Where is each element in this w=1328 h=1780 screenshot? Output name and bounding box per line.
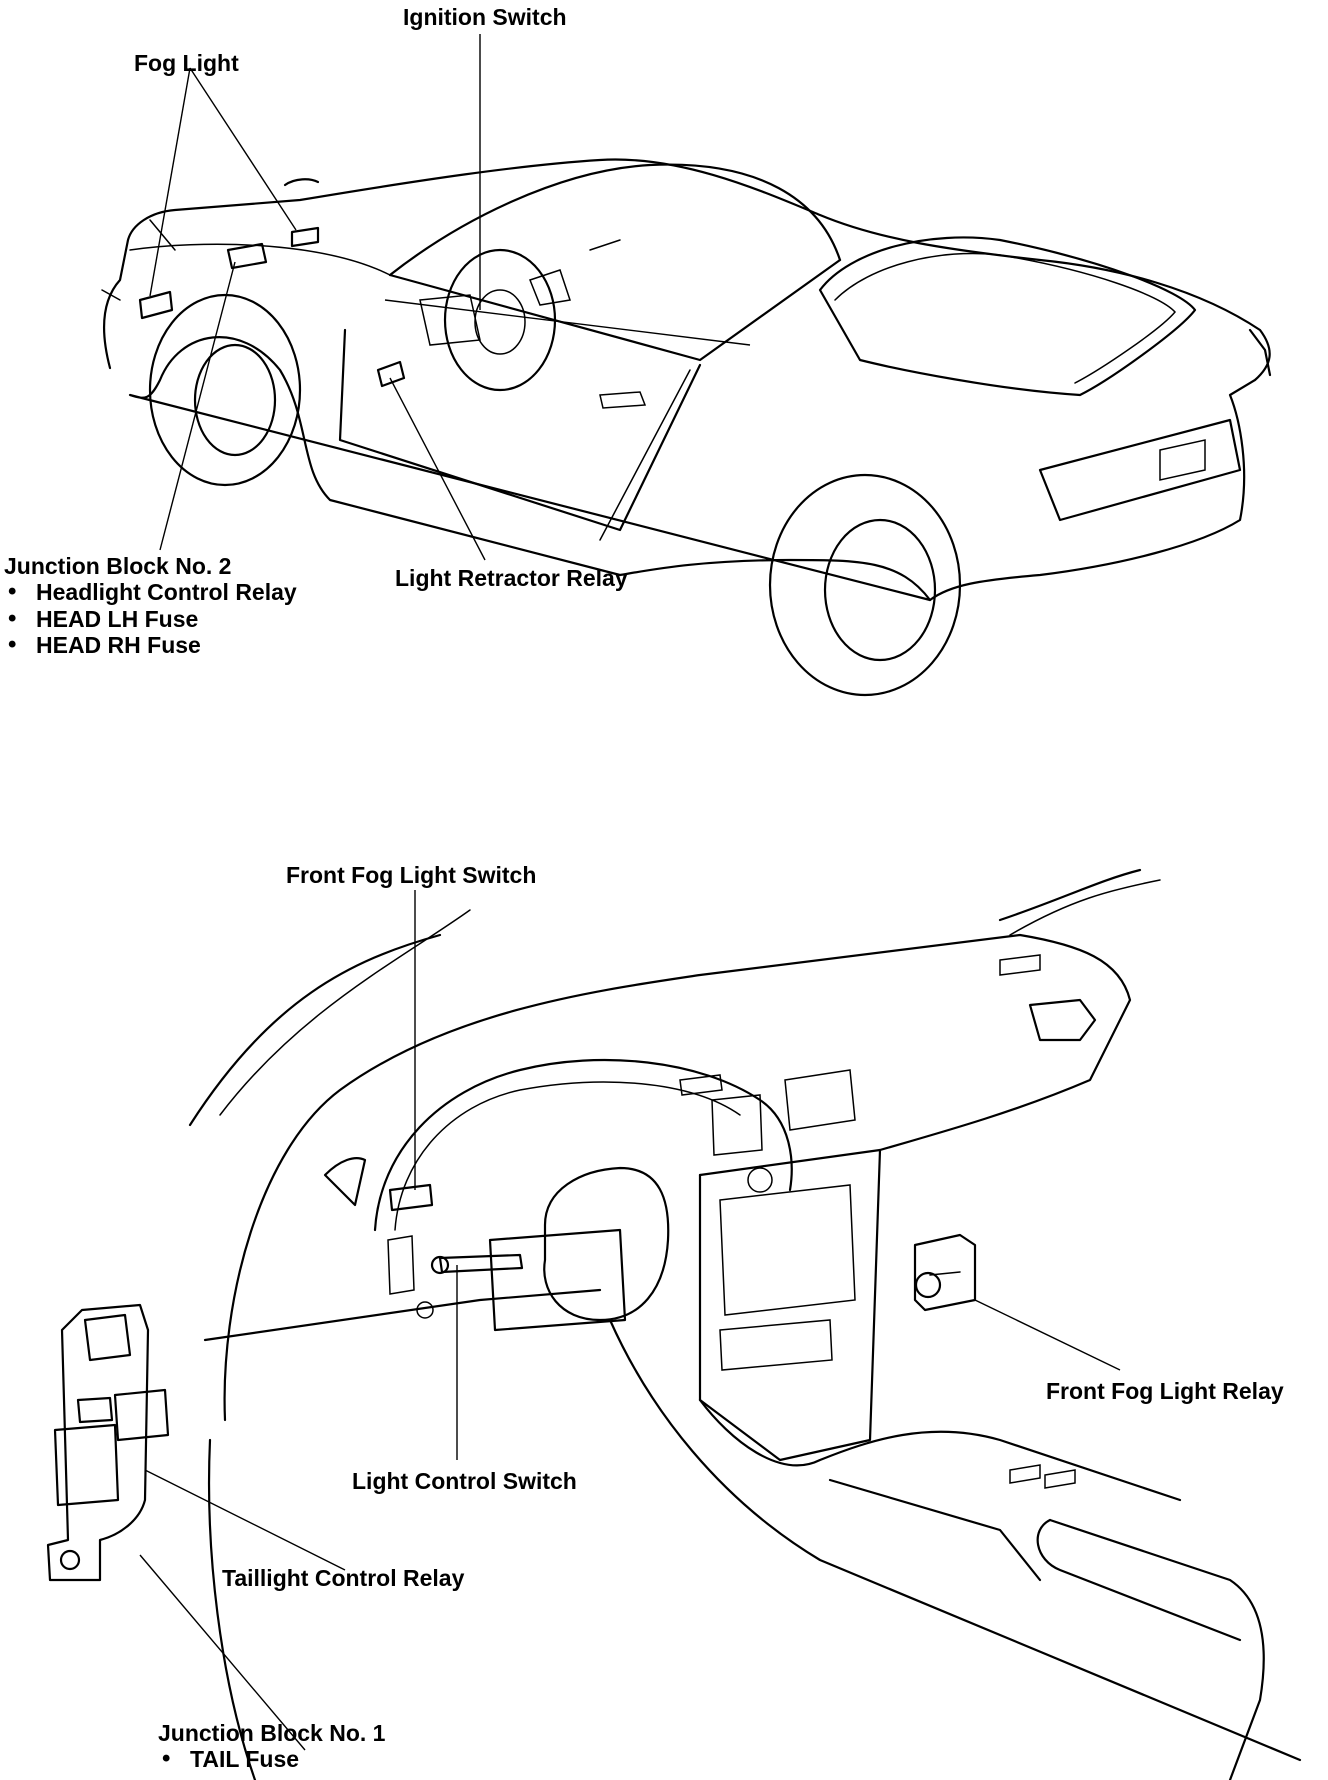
list-item: Headlight Control Relay — [4, 578, 297, 606]
junction-block-2-callout: Junction Block No. 2 Headlight Control R… — [4, 553, 297, 659]
car-illustration — [101, 158, 1272, 697]
light-control-switch-label: Light Control Switch — [352, 1468, 577, 1494]
ignition-switch-label: Ignition Switch — [403, 4, 567, 30]
list-item: HEAD LH Fuse — [4, 605, 297, 633]
front-fog-light-switch-label: Front Fog Light Switch — [286, 862, 537, 888]
list-item: TAIL Fuse — [158, 1745, 385, 1773]
junction-block-2-items: Headlight Control Relay HEAD LH Fuse HEA… — [4, 578, 297, 659]
dashboard-illustration — [46, 868, 1302, 1780]
junction-block-1-items: TAIL Fuse — [158, 1745, 385, 1773]
front-fog-light-relay-label: Front Fog Light Relay — [1046, 1378, 1284, 1404]
light-retractor-relay-label: Light Retractor Relay — [395, 565, 628, 591]
junction-block-1-title: Junction Block No. 1 — [158, 1720, 386, 1746]
junction-block-1-callout: Junction Block No. 1 TAIL Fuse — [158, 1720, 385, 1773]
junction-block-2-title: Junction Block No. 2 — [4, 553, 232, 579]
taillight-control-relay-label: Taillight Control Relay — [222, 1565, 465, 1591]
fog-light-label: Fog Light — [134, 50, 239, 76]
list-item: HEAD RH Fuse — [4, 631, 297, 659]
top-leader-lines — [149, 34, 751, 561]
bottom-leader-lines — [139, 890, 1121, 1751]
